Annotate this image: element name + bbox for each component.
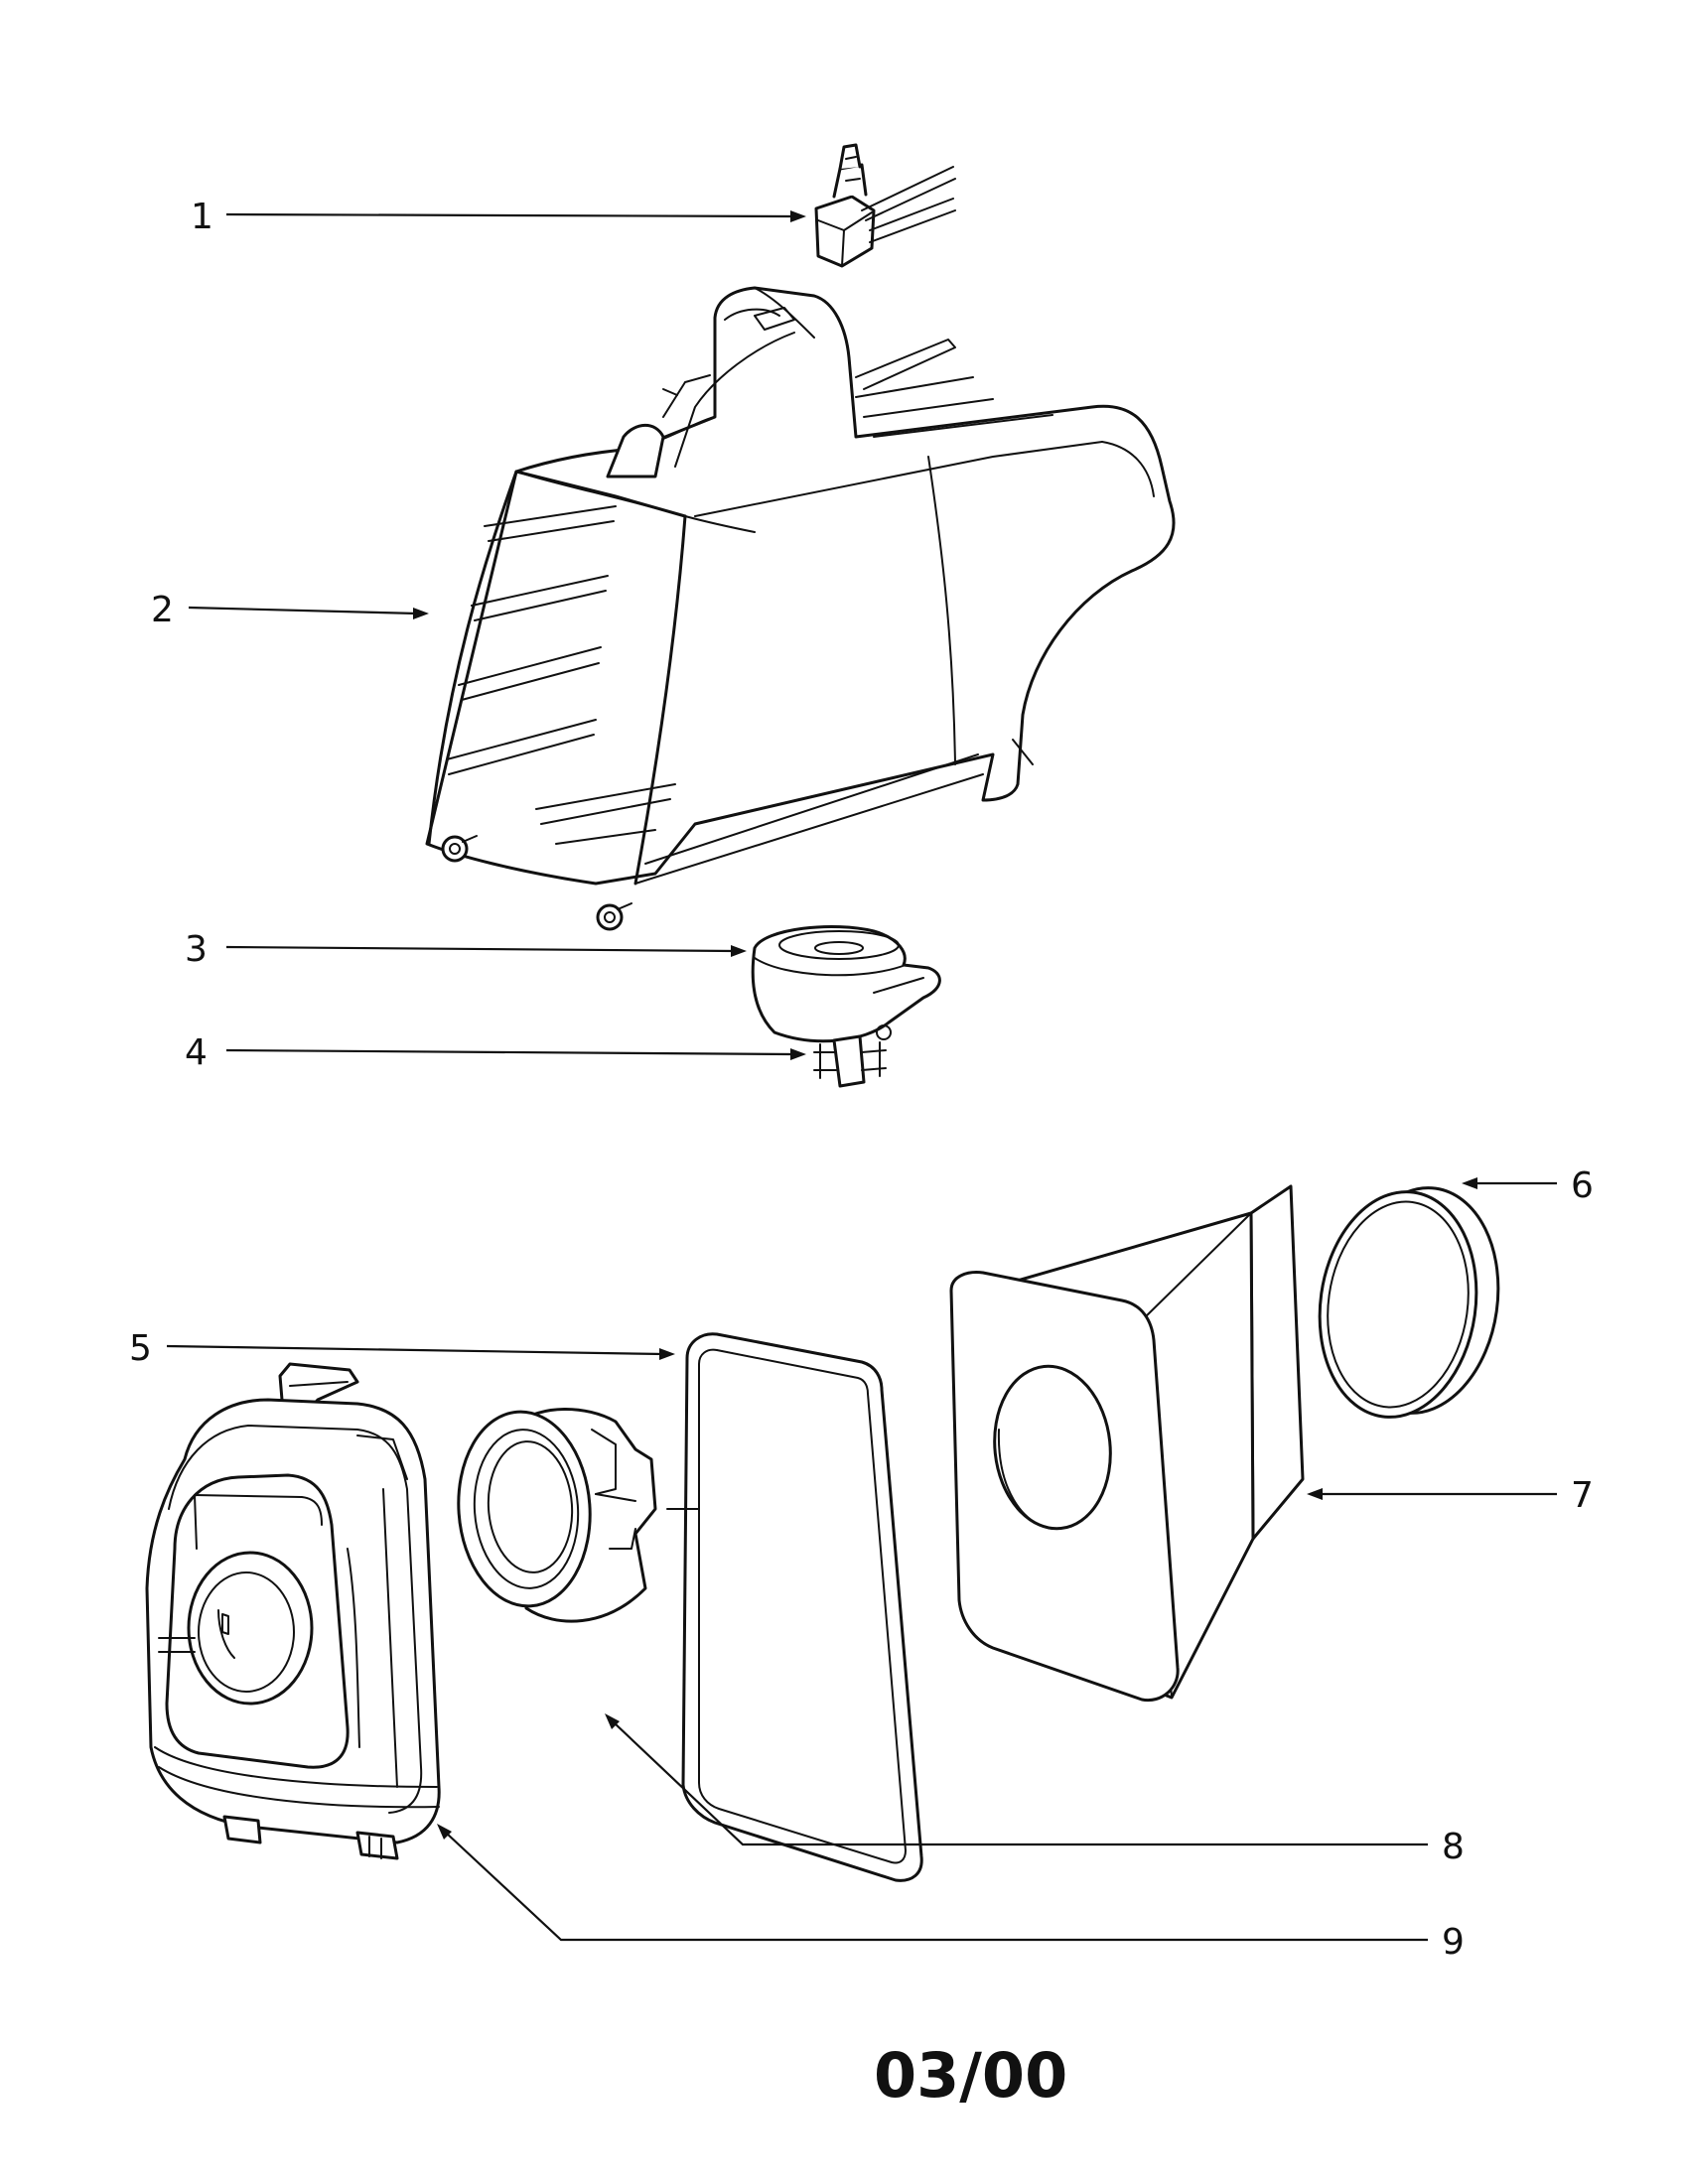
callout-4: 4 <box>185 1032 208 1073</box>
part-6-filter-disc <box>1318 1186 1500 1419</box>
callout-8: 8 <box>1442 1827 1465 1867</box>
part-7-filter-bag <box>949 1184 1305 1703</box>
callout-labels: 1 2 3 4 5 6 7 8 9 <box>129 197 1594 1963</box>
part-9-front-cover <box>145 1362 441 1860</box>
callout-5: 5 <box>129 1328 152 1369</box>
callout-1: 1 <box>191 197 213 237</box>
part-5-gasket <box>666 1332 923 1882</box>
callout-6: 6 <box>1571 1165 1594 1206</box>
part-2-body <box>425 286 1176 931</box>
callout-2: 2 <box>151 590 174 630</box>
callout-7: 7 <box>1571 1475 1594 1516</box>
part-8-filter-housing <box>457 1408 657 1623</box>
leader-lines <box>166 210 1557 1942</box>
part-1-switch <box>814 143 956 268</box>
date-code: 03/00 <box>874 2039 1067 2112</box>
part-4-coupler <box>813 1034 887 1088</box>
callout-9: 9 <box>1442 1922 1465 1963</box>
callout-3: 3 <box>185 929 208 970</box>
part-3-base-cup <box>751 925 941 1043</box>
